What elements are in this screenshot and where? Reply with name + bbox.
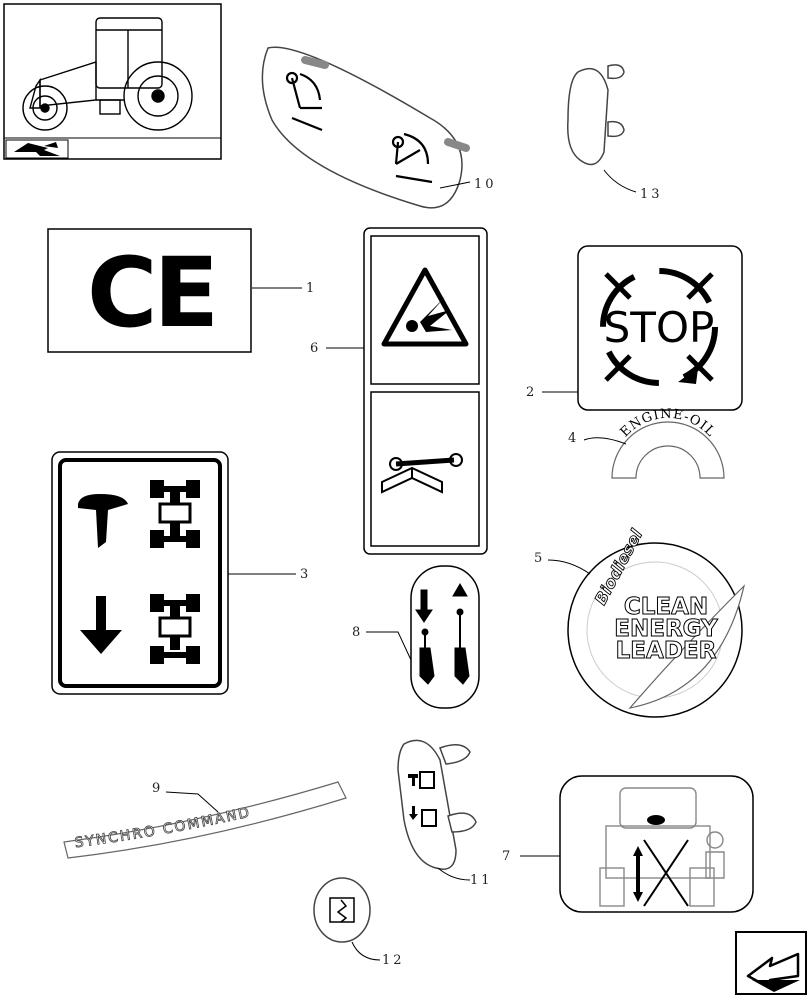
biodiesel-decal: Biodiesel CLEAN ENERGY LEADER (567, 525, 746, 718)
engine-oil-decal: ENGINE-OIL (611, 407, 725, 479)
warning-triangle-icon (381, 267, 469, 347)
clean-energy-line-1: CLEAN (624, 594, 708, 620)
traction-decal (51, 451, 229, 695)
ref-13: 13 (640, 187, 663, 202)
tractor-warning-decal (559, 775, 754, 913)
back-arrow-icon[interactable] (735, 931, 807, 995)
small-round-decal (313, 877, 371, 943)
stop-decal: STOP (577, 245, 743, 411)
battery-warning-decal (363, 227, 488, 555)
ref-1: 1 (306, 281, 317, 296)
ref-3: 3 (300, 567, 311, 582)
explosion-icon (406, 296, 452, 332)
ref-10: 10 (474, 177, 497, 192)
ref-11: 11 (470, 873, 493, 888)
console-switch-decal (261, 46, 470, 209)
handle-icon (78, 494, 128, 548)
clean-energy-line-3: LEADER (616, 638, 717, 664)
ref-7: 7 (502, 849, 513, 864)
ref-12: 12 (382, 953, 405, 968)
ref-6: 6 (310, 341, 321, 356)
clean-energy-line-2: ENERGY (614, 616, 718, 642)
ref-4: 4 (568, 431, 579, 446)
ce-mark: CE (87, 237, 215, 349)
ref-9: 9 (152, 781, 163, 796)
ref-2: 2 (526, 385, 537, 400)
down-arrow-icon (80, 596, 122, 654)
tractor-thumbnail[interactable] (3, 3, 222, 160)
small-knob (567, 64, 625, 166)
ce-decal: CE (47, 228, 252, 353)
stop-text: STOP (604, 303, 715, 352)
hydraulic-lever-decal (410, 565, 480, 709)
manual-wrench-icon (381, 453, 463, 494)
axle-4wd-icon (150, 480, 200, 548)
next-page-icon[interactable] (5, 139, 69, 159)
up-down-arrow-icon (633, 846, 643, 902)
knob-decal (397, 739, 477, 870)
ref-5: 5 (534, 551, 545, 566)
ref-8: 8 (352, 625, 363, 640)
synchro-command-strip: SYNCHRO COMMAND (63, 781, 347, 859)
axle-2wd-icon (150, 594, 200, 664)
